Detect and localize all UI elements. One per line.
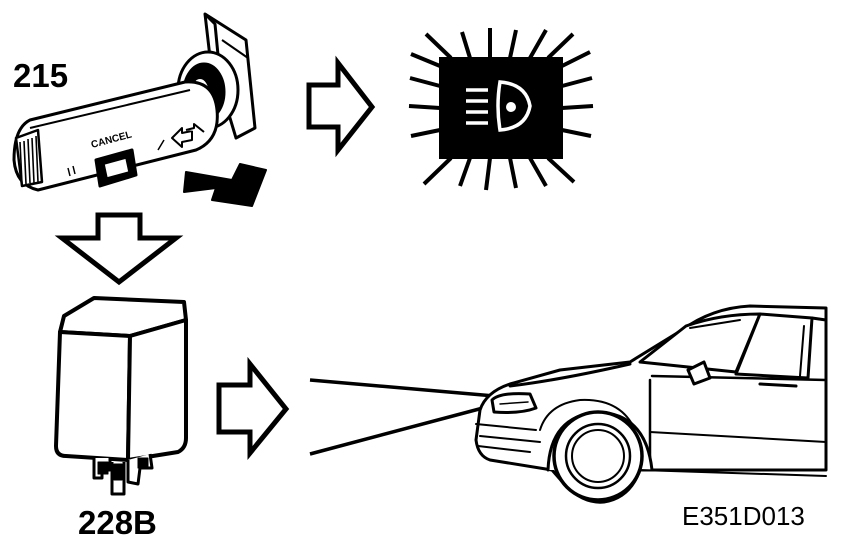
figure-code-label: E351D013 (682, 501, 805, 531)
turn-signal-stalk-icon (12, 12, 257, 192)
pull-direction-arrow-icon (183, 163, 267, 207)
stalk-switch-label: 215 (13, 57, 68, 94)
arrow-to-relay-icon (54, 212, 184, 286)
headlight-beam-lines (309, 378, 507, 456)
car-front-icon (474, 304, 828, 504)
arrow-to-headlight-icon (306, 55, 376, 158)
high-beam-symbol-icon (408, 28, 594, 191)
relay-icon (54, 296, 188, 496)
relay-label: 228B (78, 504, 157, 541)
arrow-to-car-icon (216, 356, 290, 461)
